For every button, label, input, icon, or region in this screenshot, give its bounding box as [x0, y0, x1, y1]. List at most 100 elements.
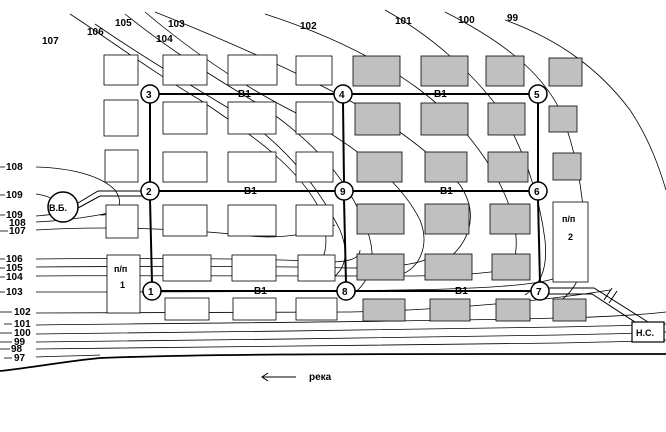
- contour-98-left-line: [35, 339, 666, 350]
- substation-1-box: [106, 254, 141, 314]
- building: [232, 297, 277, 321]
- building: [295, 297, 338, 321]
- building: [103, 99, 139, 137]
- pipe-label-9-6: B1: [440, 186, 453, 197]
- svg-text:97: 97: [14, 353, 26, 364]
- pipe-network: [149, 93, 541, 292]
- node-8: 8: [336, 281, 356, 301]
- svg-text:100: 100: [14, 328, 31, 339]
- node-6: 6: [528, 181, 548, 201]
- building: [231, 254, 277, 282]
- svg-text:104: 104: [156, 34, 173, 45]
- building-shaded: [487, 102, 526, 136]
- svg-text:9: 9: [340, 187, 346, 198]
- river-label: река: [309, 372, 332, 383]
- building-shaded: [487, 151, 529, 183]
- svg-text:6: 6: [534, 187, 540, 198]
- svg-text:107: 107: [9, 226, 26, 237]
- building: [295, 101, 334, 135]
- building: [162, 254, 212, 282]
- svg-text:3: 3: [146, 90, 152, 101]
- building: [162, 204, 208, 237]
- contour-97-line: [35, 354, 101, 358]
- svg-text:108: 108: [6, 162, 23, 173]
- pipe-label-3-4: B1: [238, 89, 251, 100]
- substation-1-name: п/п: [114, 264, 127, 274]
- svg-text:106: 106: [6, 254, 23, 265]
- building-shaded: [424, 203, 470, 235]
- building-shaded: [489, 203, 531, 235]
- pipe-9-8: [343, 198, 347, 284]
- building-shaded: [548, 105, 578, 133]
- svg-text:105: 105: [115, 18, 132, 29]
- building-shaded: [354, 102, 401, 136]
- nodes: 3 4 5 2 9 6 1 8 7: [140, 84, 550, 301]
- building: [164, 297, 210, 321]
- substation-2-name: п/п: [562, 214, 575, 224]
- building-shaded: [420, 102, 469, 136]
- river-flow-arrow: [261, 372, 296, 382]
- building: [227, 151, 277, 183]
- pipe-label-8-7: B1: [455, 286, 468, 297]
- building: [295, 204, 334, 237]
- svg-text:7: 7: [536, 287, 542, 298]
- svg-text:99: 99: [507, 13, 519, 24]
- pipe-2-1: [149, 198, 153, 284]
- contour-99-line: [504, 19, 666, 191]
- contour-99-left-line: [35, 331, 666, 343]
- river-bank-line: [0, 353, 666, 372]
- svg-text:106: 106: [87, 27, 104, 38]
- building-shaded: [491, 253, 531, 281]
- node-3: 3: [140, 84, 160, 104]
- building: [105, 204, 139, 239]
- pressure-line-pump: [549, 287, 649, 327]
- pipe-label-4-5: B1: [434, 89, 447, 100]
- svg-text:107: 107: [42, 36, 59, 47]
- building-shaded: [424, 253, 473, 281]
- pipe-4-9: [342, 101, 345, 184]
- building-shaded: [552, 152, 582, 181]
- node-4: 4: [333, 84, 353, 104]
- contour-107-line: [69, 13, 327, 281]
- building-shaded: [552, 298, 587, 322]
- supply-line-tower: [77, 190, 142, 209]
- building: [297, 254, 336, 282]
- svg-text:98: 98: [11, 344, 23, 355]
- building-shaded: [356, 203, 405, 235]
- building-shaded: [352, 55, 401, 87]
- building: [227, 54, 278, 86]
- svg-text:104: 104: [6, 272, 23, 283]
- building: [104, 149, 139, 183]
- buildings: [103, 54, 587, 322]
- svg-text:2: 2: [146, 187, 152, 198]
- building-shaded: [495, 298, 531, 322]
- svg-text:102: 102: [300, 21, 317, 32]
- building-shaded: [429, 298, 471, 322]
- building: [295, 151, 334, 183]
- svg-text:109: 109: [6, 190, 23, 201]
- building: [162, 151, 208, 183]
- building-shaded: [356, 253, 405, 281]
- svg-text:4: 4: [339, 90, 345, 101]
- svg-text:101: 101: [395, 16, 412, 27]
- water-tower-label: В.Б.: [49, 203, 67, 213]
- svg-text:105: 105: [6, 263, 23, 274]
- building: [162, 54, 208, 86]
- svg-text:101: 101: [14, 319, 31, 330]
- svg-text:103: 103: [168, 19, 185, 30]
- svg-text:1: 1: [148, 287, 154, 298]
- building-shaded: [424, 151, 468, 183]
- svg-text:108: 108: [9, 218, 26, 229]
- contour-labels-left: 108 109 109 108 107 106 105 104 103 102 …: [6, 162, 31, 364]
- svg-text:109: 109: [6, 210, 23, 221]
- building-shaded: [362, 298, 406, 322]
- building-shaded: [485, 55, 525, 87]
- contour-labels-top: 107 106 105 104 103 102 101 100 99: [42, 13, 519, 47]
- building-shaded: [420, 55, 469, 87]
- water-tower: В.Б.: [47, 191, 79, 223]
- substation-2-number: 2: [568, 232, 573, 242]
- pump-station: Н.С.: [631, 321, 665, 343]
- pump-station-label: Н.С.: [636, 328, 654, 338]
